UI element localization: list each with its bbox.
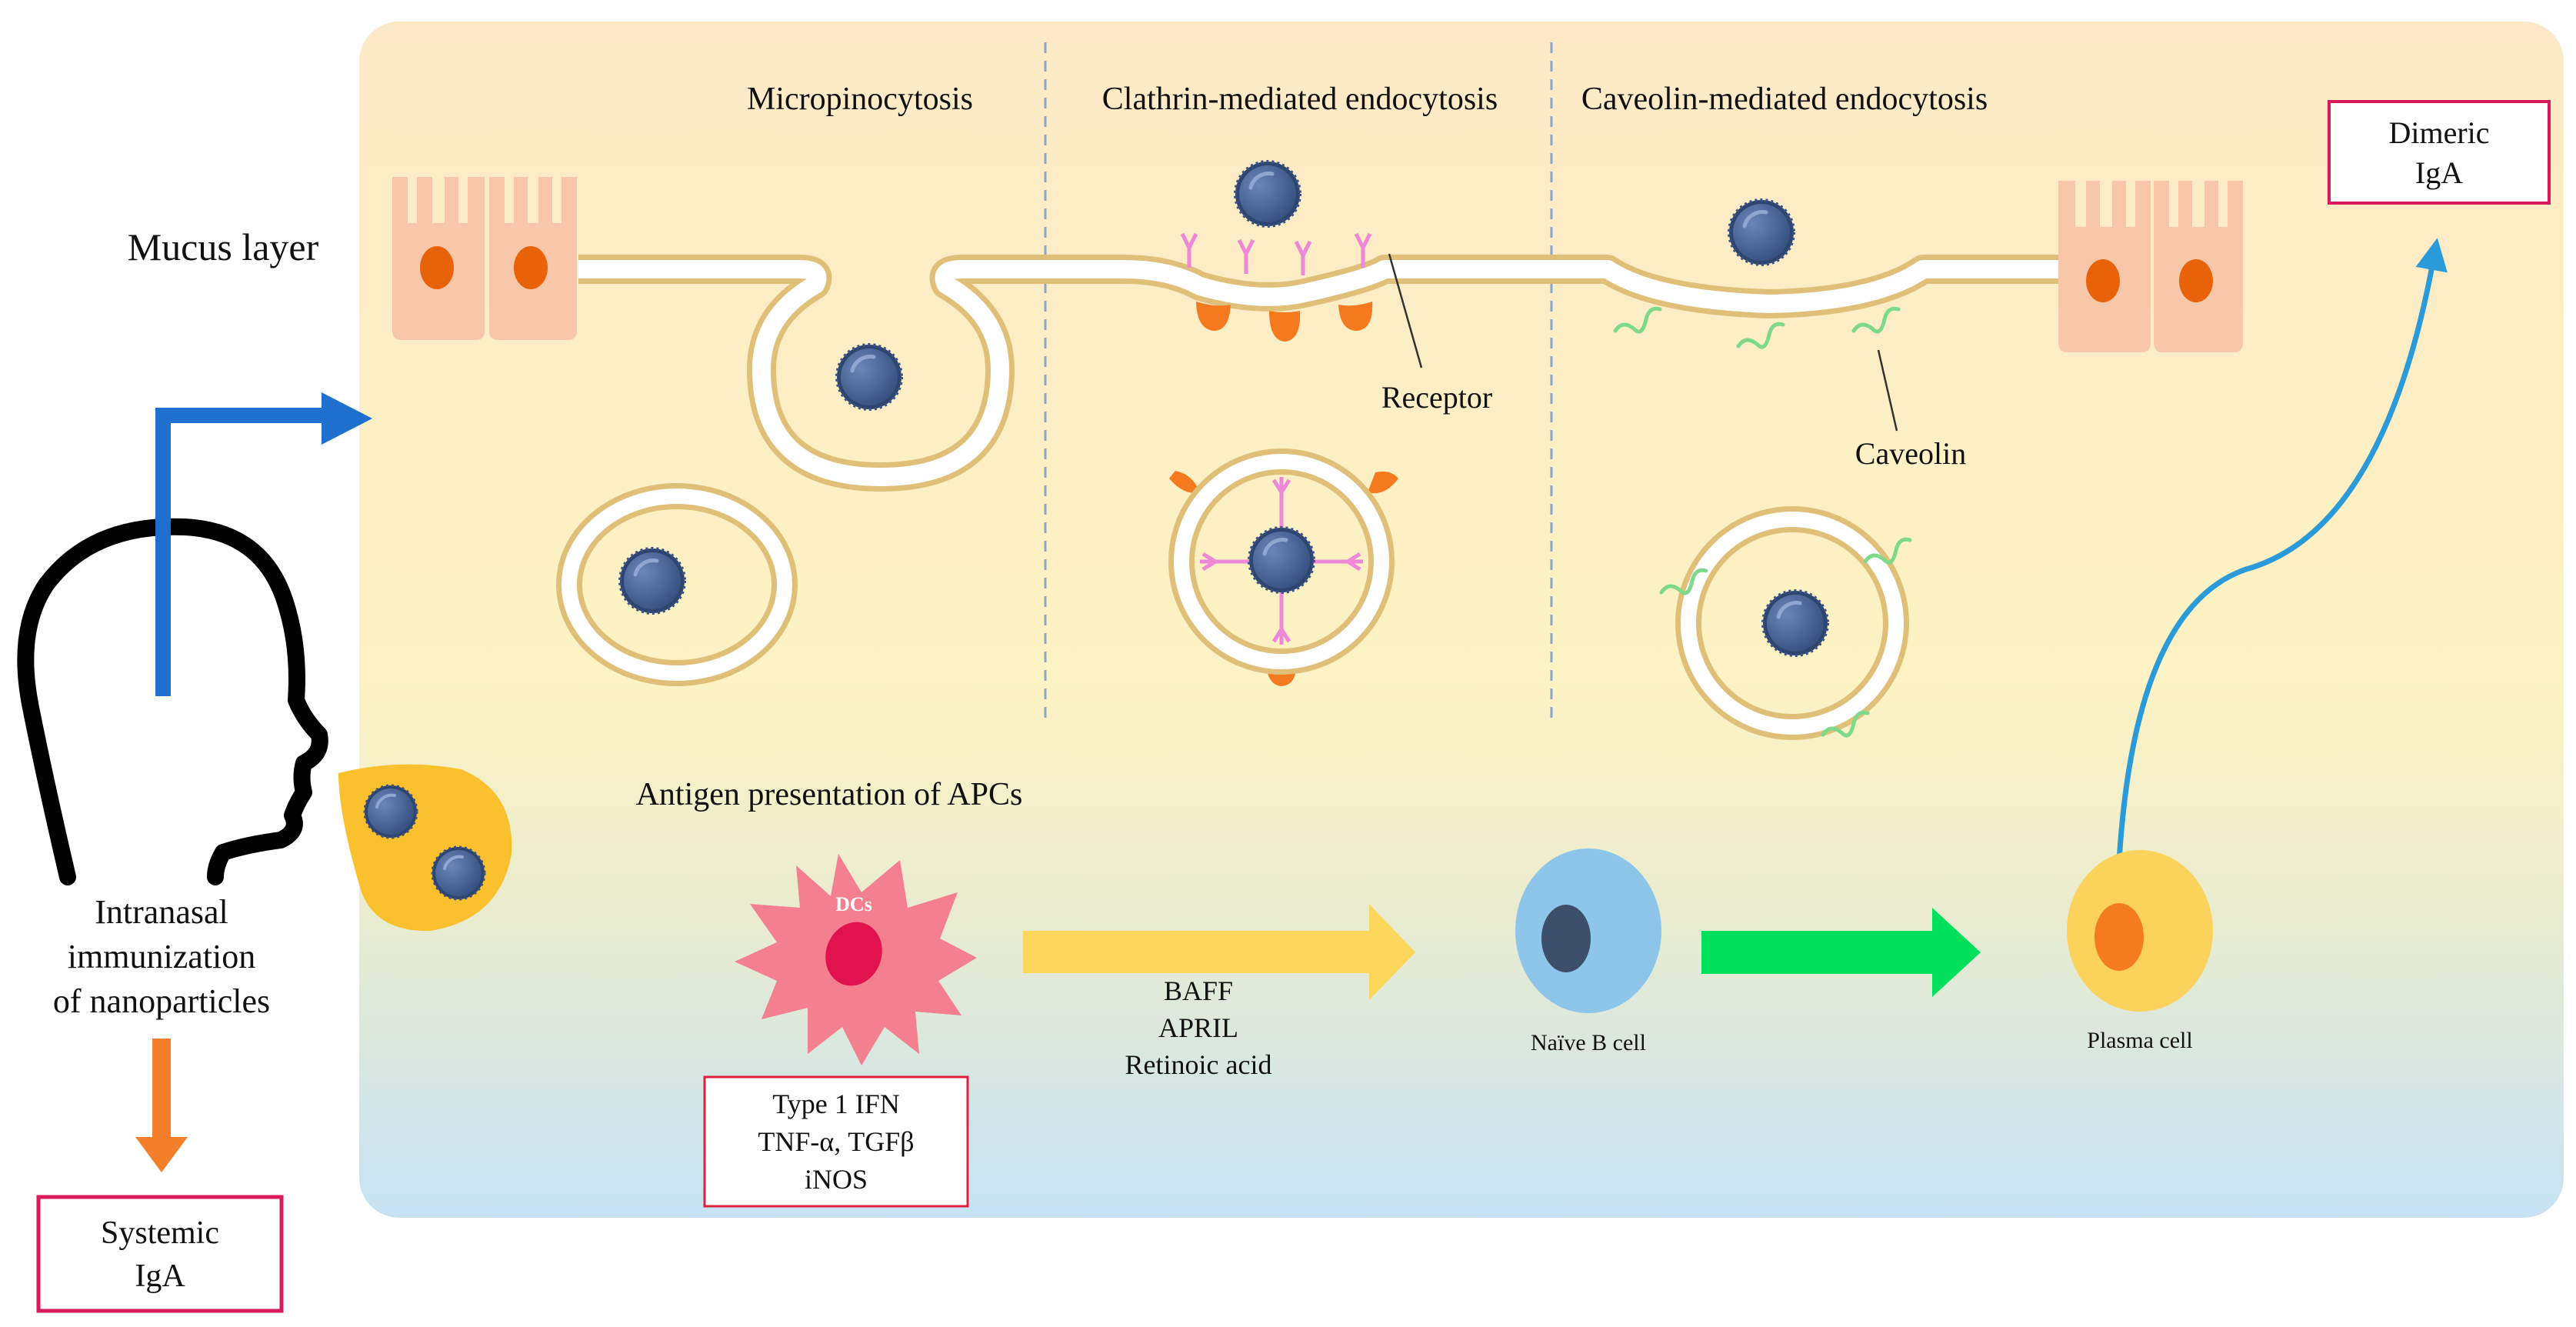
cytokine-type1-ifn: Type 1 IFN	[772, 1089, 899, 1119]
plasma-cell-label: Plasma cell	[2087, 1028, 2192, 1053]
systemic-iga-label: IgA	[135, 1259, 185, 1294]
cytokine-inos: iNOS	[805, 1164, 868, 1195]
factor-april: APRIL	[1158, 1012, 1238, 1043]
clathrin-coat	[1196, 302, 1373, 342]
epithelial-cell-icon-left	[392, 177, 577, 340]
intranasal-line2: immunization	[68, 938, 255, 975]
dc-to-b-arrow	[1023, 904, 1415, 1000]
caveolin-heading: Caveolin-mediated endocytosis	[1581, 82, 1988, 117]
intranasal-line3: of nanoparticles	[53, 982, 270, 1020]
clathrin-heading: Clathrin-mediated endocytosis	[1102, 82, 1498, 117]
plasma-cell-icon	[2067, 850, 2213, 1012]
dendritic-cell-icon	[735, 854, 977, 1065]
cytokine-tnf-tgf: TNF-α, TGFβ	[758, 1126, 914, 1157]
caveosome-vesicle	[1661, 506, 1910, 740]
epithelial-cell-icon-right	[2058, 181, 2243, 352]
secretion-arrow	[2116, 238, 2448, 862]
caveolin-label: Caveolin	[1855, 436, 1966, 471]
macropinosome-vesicle	[556, 483, 798, 686]
systemic-label: Systemic	[101, 1215, 219, 1251]
nanoparticle-icon-pit	[837, 345, 901, 409]
receptor-label: Receptor	[1381, 380, 1492, 415]
mucus-layer-label: Mucus layer	[128, 225, 319, 268]
dimeric-label: Dimeric	[2388, 115, 2489, 150]
receptor-pointer	[1388, 253, 1423, 368]
naive-b-cell-label: Naïve B cell	[1531, 1030, 1646, 1055]
cytokine-box	[703, 1075, 969, 1208]
dimeric-iga-label: IgA	[2415, 155, 2463, 190]
intranasal-line1: Intranasal	[95, 893, 228, 931]
micropinocytosis-heading: Micropinocytosis	[747, 82, 973, 117]
nasal-drop-icon	[338, 764, 512, 932]
clathrin-coated-vesicle	[1168, 448, 1398, 686]
systemic-iga-box	[36, 1195, 284, 1313]
dcs-label: DCs	[835, 893, 872, 915]
factor-retinoic-acid: Retinoic acid	[1125, 1049, 1272, 1080]
cell-membrane	[578, 255, 2058, 492]
head-silhouette-icon	[17, 518, 328, 885]
naive-b-cell-icon	[1515, 849, 1661, 1013]
factor-baff: BAFF	[1164, 975, 1233, 1006]
systemic-arrow	[135, 1039, 188, 1172]
b-to-plasma-arrow	[1701, 908, 1981, 997]
entry-arrow	[155, 392, 372, 696]
antigen-presentation-label: Antigen presentation of APCs	[636, 777, 1023, 812]
dimeric-iga-box	[2328, 100, 2551, 205]
caveolin-pointer	[1877, 349, 1898, 432]
nanoparticle-icon-clathrin	[1235, 162, 1300, 226]
nanoparticle-icon-caveolin	[1729, 200, 1794, 265]
